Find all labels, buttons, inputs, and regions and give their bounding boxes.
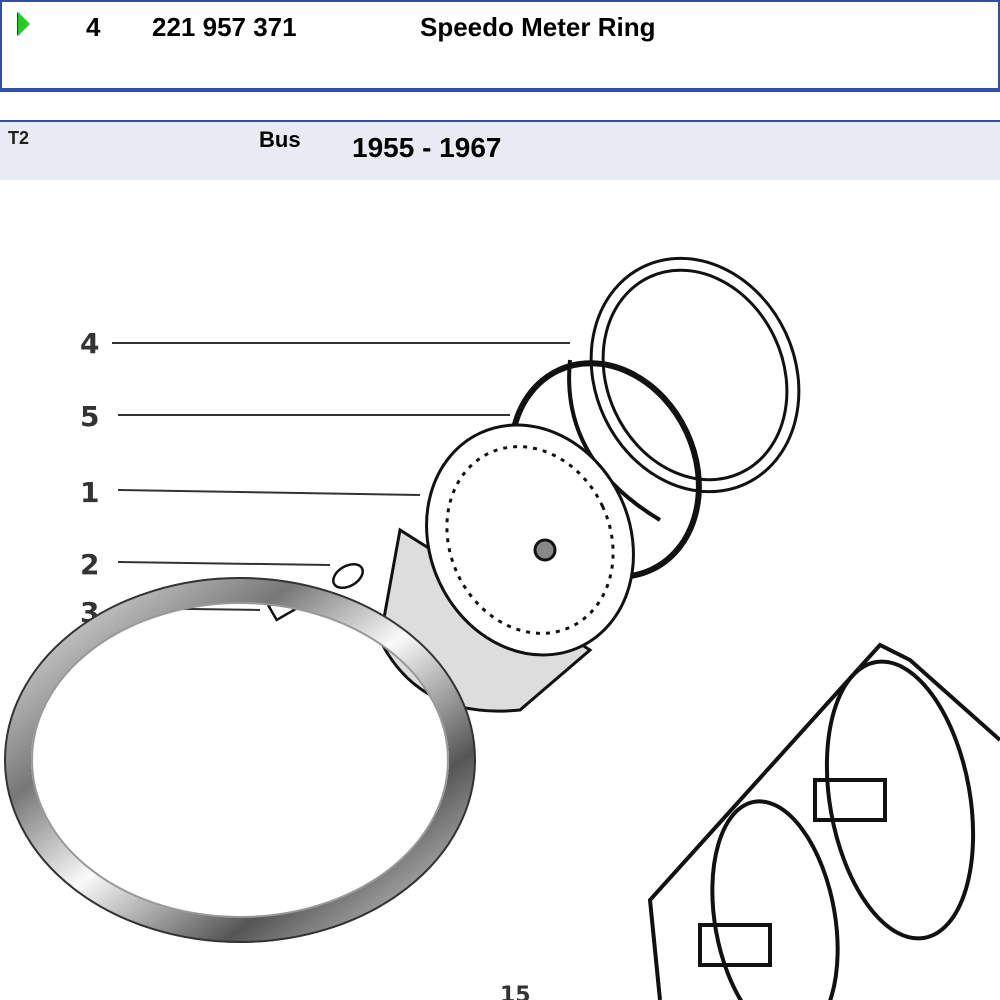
- divider: [0, 88, 1000, 92]
- callout-4: 4: [80, 327, 99, 360]
- speedo-ring-drawing: [567, 256, 801, 522]
- callout-15: 15: [500, 983, 531, 1000]
- instrument-bracket-drawing: [647, 642, 1000, 1000]
- model-years: 1955 - 1967: [352, 132, 502, 163]
- part-row[interactable]: 4 221 957 371 Speedo Meter Ring: [0, 0, 1000, 88]
- callout-1: 1: [80, 476, 99, 509]
- part-number: 221 957 371: [152, 12, 297, 42]
- callout-5: 5: [80, 400, 99, 433]
- chrome-ring-photo: [4, 577, 476, 943]
- model-type: Bus: [259, 127, 301, 152]
- row-selected-arrow-icon[interactable]: [18, 12, 30, 36]
- model-row: T2 Bus 1955 - 1967: [0, 122, 1000, 180]
- speedometer-drawing: [378, 423, 635, 713]
- part-description: Speedo Meter Ring: [420, 12, 656, 42]
- model-code: T2: [8, 128, 30, 148]
- part-position: 4: [86, 12, 101, 42]
- callout-2: 2: [80, 548, 99, 581]
- parts-diagram: 4 5 1 2 3 15: [4, 256, 1000, 1000]
- diagram-callouts: 4 5 1 2 3 15: [80, 327, 531, 1000]
- divider: [0, 120, 1000, 122]
